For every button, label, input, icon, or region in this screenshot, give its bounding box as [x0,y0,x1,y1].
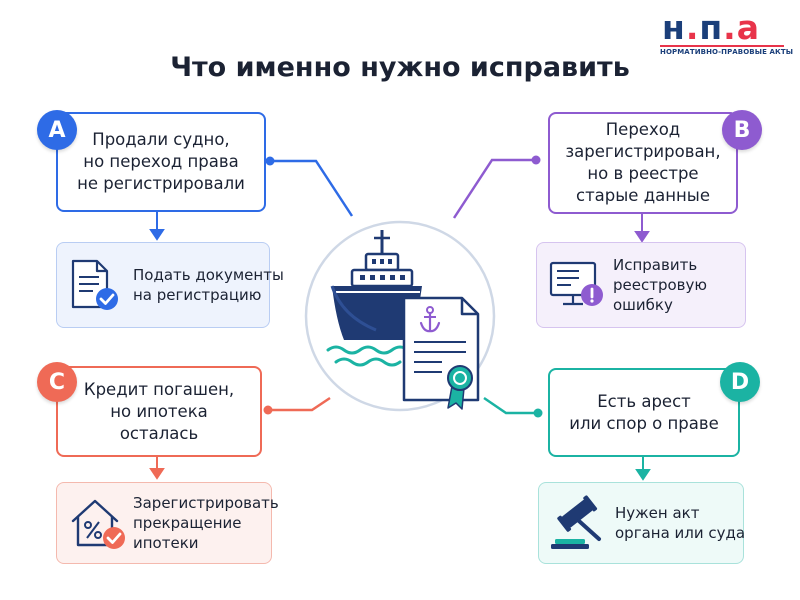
action-d-text: Нужен акт органа или суда [615,504,746,542]
badge-b: B [722,110,762,150]
connector-a-dot [265,156,275,166]
problem-c-text: Кредит погашен, но ипотека осталась [83,379,235,443]
action-box-b: Исправить реестровую ошибку [536,242,746,328]
problem-d-text: Есть арест или спор о праве [569,391,719,433]
arrow-a [149,212,165,241]
connector-b-dot [531,155,541,165]
connector-d-dot [533,408,543,418]
connector-c-dot [263,405,273,415]
connector-b [452,158,536,219]
ship-document-icon [304,220,496,412]
problem-box-a: Продали судно, но переход права не регис… [56,112,266,212]
connector-d [483,396,538,415]
connector-c [268,396,331,412]
page-title: Что именно нужно исправить [170,52,630,83]
action-b-text: Исправить реестровую ошибку [613,256,708,314]
action-box-c: Зарегистрировать прекращение ипотеки [56,482,279,564]
connector-a [270,159,354,217]
problem-box-b: Переход зарегистрирован, но в реестре ст… [548,112,738,214]
action-c-text: Зарегистрировать прекращение ипотеки [133,494,279,552]
problem-b-text: Переход зарегистрирован, но в реестре ст… [565,120,721,205]
badge-c: C [37,362,77,402]
arrow-b [634,214,650,243]
badge-d: D [720,362,760,402]
action-box-a: Подать документы на регистрацию [56,242,284,328]
action-a-text: Подать документы на регистрацию [133,266,284,304]
monitor-alert-icon [549,261,603,306]
house-percent-icon [71,499,125,549]
arrow-d [635,457,651,481]
document-check-icon [71,259,118,310]
action-box-d: Нужен акт органа или суда [538,482,746,564]
problem-a-text: Продали судно, но переход права не регис… [77,130,245,193]
gavel-icon [551,495,601,549]
badge-a: A [37,110,77,150]
logo-subtitle: НОРМАТИВНО-ПРАВОВЫЕ АКТЫ [660,45,793,58]
logo-letters: н.п.а [662,8,760,47]
problem-box-c: Кредит погашен, но ипотека осталась [56,366,262,457]
problem-box-d: Есть арест или спор о праве [548,368,740,457]
arrow-c [149,457,165,480]
npa-logo: н.п.а НОРМАТИВНО-ПРАВОВЫЕ АКТЫ [660,8,793,60]
